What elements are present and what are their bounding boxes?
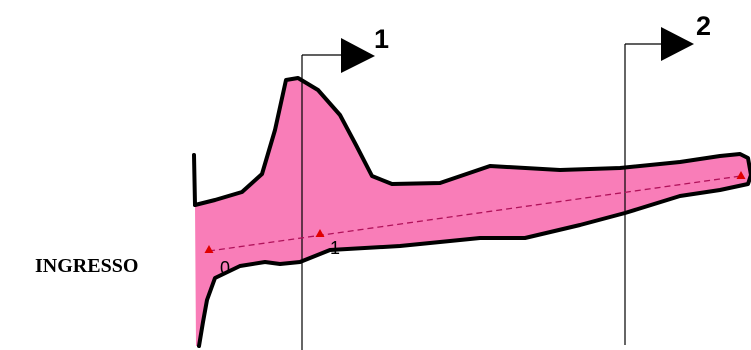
cave-left-wall <box>192 153 197 207</box>
cave-lower-outline <box>197 173 751 348</box>
survey-station-icon <box>736 171 746 179</box>
cave-upper-outline <box>193 76 751 207</box>
survey-station-label: 0 <box>220 258 230 278</box>
section-marker-1: 1 <box>301 24 389 350</box>
survey-station-label: 1 <box>330 238 340 258</box>
section-number: 1 <box>374 24 389 54</box>
section-number: 2 <box>696 11 711 41</box>
cave-passage-fill <box>195 78 751 346</box>
entry-label: INGRESSO <box>35 255 138 277</box>
section-arrow-icon <box>661 27 694 61</box>
survey-station-icon <box>204 245 214 253</box>
section-arrow-icon <box>341 38 375 73</box>
section-marker-2: 2 <box>624 11 711 345</box>
survey-station-icon <box>315 229 325 237</box>
